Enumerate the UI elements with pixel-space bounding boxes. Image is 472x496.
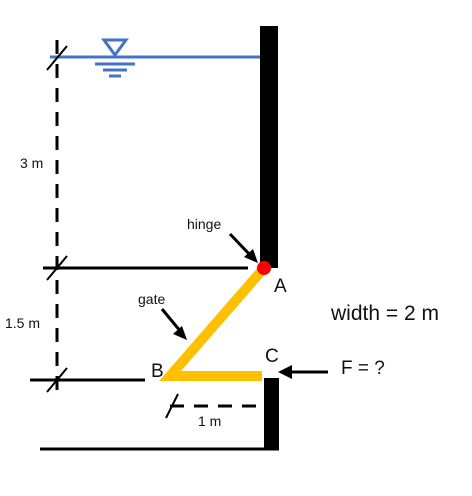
dimension-label-upper: 3 m bbox=[20, 155, 43, 171]
hinge-label: hinge bbox=[187, 216, 221, 232]
tick-hinge bbox=[46, 255, 68, 281]
hinge-point bbox=[257, 261, 271, 275]
dimension-label-lower: 1.5 m bbox=[5, 315, 40, 331]
gate-arrow bbox=[160, 308, 187, 340]
width-label: width = 2 m bbox=[330, 302, 439, 325]
point-b-label: B bbox=[151, 361, 164, 382]
force-label: F = ? bbox=[341, 358, 385, 379]
point-a-label: A bbox=[274, 276, 287, 297]
force-arrow bbox=[278, 365, 328, 379]
tick-top bbox=[46, 45, 68, 71]
gate-label: gate bbox=[138, 291, 165, 307]
hinge-arrow bbox=[228, 232, 258, 263]
lower-wall bbox=[264, 378, 279, 450]
point-c-label: C bbox=[265, 346, 279, 367]
tick-b bbox=[46, 367, 68, 393]
gate bbox=[159, 264, 268, 381]
upper-wall bbox=[260, 26, 278, 268]
tick-horizontal-left bbox=[165, 393, 179, 419]
water-surface-triangle-icon bbox=[95, 38, 135, 78]
dimension-label-horizontal: 1 m bbox=[198, 413, 221, 429]
